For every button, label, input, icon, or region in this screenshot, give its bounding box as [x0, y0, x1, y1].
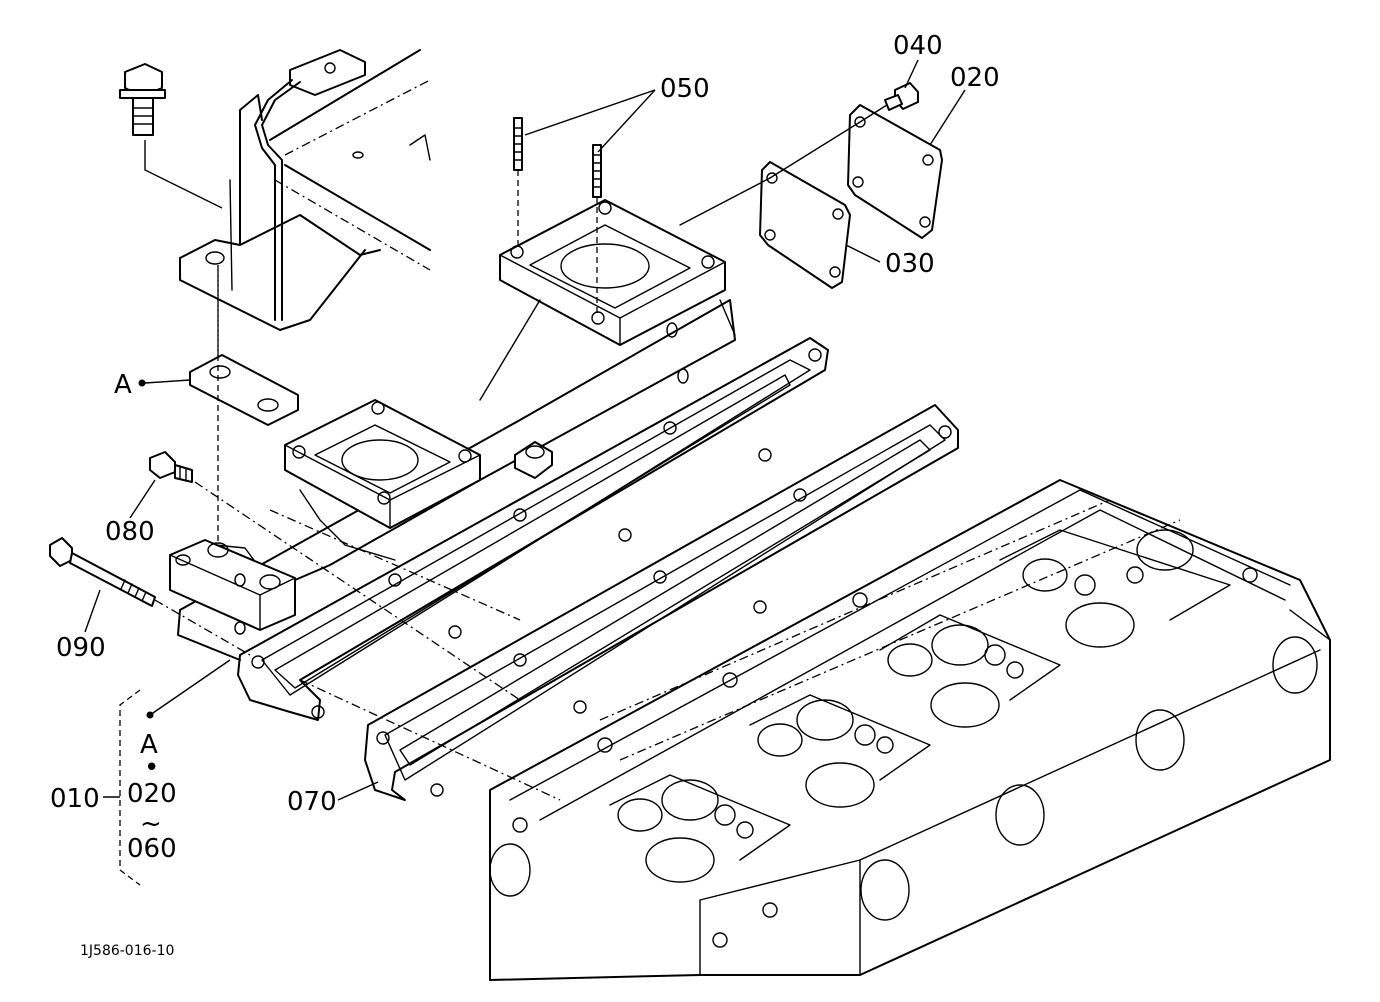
label-kit-tilde: ~: [140, 809, 162, 839]
dot-a-kit: [146, 711, 154, 719]
manifold-gasket-070: [364, 404, 959, 801]
cover-plate-020: [847, 104, 943, 239]
dot-a-plate: [138, 379, 146, 387]
intake-manifold-010: [169, 199, 829, 721]
cylinder-head-illustration: [489, 479, 1331, 981]
gasket-030: [759, 161, 851, 289]
alignment-lines: [154, 265, 561, 801]
part-labels: 040 020 050 030 A 080 090 A • 010 020 ~ …: [50, 31, 1000, 959]
label-a-kit: A: [140, 730, 158, 760]
leader-lines: [84, 59, 966, 801]
label-a-plate: A: [114, 370, 132, 400]
assembly-line-plate: [679, 177, 771, 226]
stud-050-left: [513, 117, 523, 245]
cylinder-pocket-3: [749, 694, 931, 808]
label-070: 070: [287, 787, 337, 817]
label-kit-020: 020: [127, 779, 177, 809]
label-040: 040: [893, 31, 943, 61]
bolt-090: [49, 537, 156, 607]
plate-a: [189, 354, 299, 426]
bolt-080: [149, 451, 193, 483]
label-080: 080: [105, 517, 155, 547]
kit-bracket: [119, 689, 141, 886]
cylinder-pocket-4: [609, 774, 791, 883]
drawing-code: 1J586-016-10: [80, 943, 174, 959]
label-030: 030: [885, 249, 935, 279]
bolt-040: [884, 82, 919, 111]
cylinder-pocket-2: [879, 614, 1061, 728]
assembly-line-bolt: [769, 102, 891, 179]
stud-050-right: [592, 144, 602, 315]
label-090: 090: [56, 633, 106, 663]
flange-bolt-top: [119, 63, 166, 136]
cylinder-pocket-1: [999, 529, 1231, 648]
label-050: 050: [660, 74, 710, 104]
label-kit-dot: •: [144, 753, 159, 783]
bracket-and-pipe: [179, 49, 431, 331]
label-020: 020: [950, 63, 1000, 93]
label-kit-060: 060: [127, 834, 177, 864]
label-010: 010: [50, 784, 100, 814]
